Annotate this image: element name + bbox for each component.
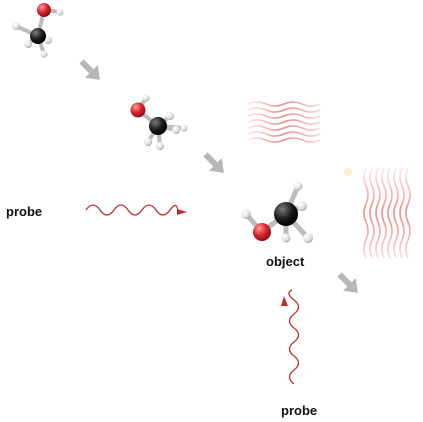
probe-arrowhead-right-icon (177, 209, 187, 215)
probe-wave-vertical (281, 289, 300, 385)
scattered-wave-horizontal (247, 101, 321, 143)
glow-spot (344, 168, 352, 176)
probe-label-left: probe (6, 204, 43, 219)
molecule-2 (130, 94, 188, 150)
molecule-1 (12, 3, 64, 58)
probe-label-bottom: probe (281, 403, 318, 418)
step-arrow-2 (203, 152, 224, 173)
object-label: object (266, 254, 305, 269)
probe-wave-horizontal (85, 204, 187, 216)
object-molecule (241, 181, 313, 243)
step-arrow-3 (337, 272, 358, 293)
probe-arrowhead-up-icon (281, 296, 288, 306)
step-arrow-1 (79, 59, 100, 80)
scattered-wave-vertical (363, 167, 411, 259)
